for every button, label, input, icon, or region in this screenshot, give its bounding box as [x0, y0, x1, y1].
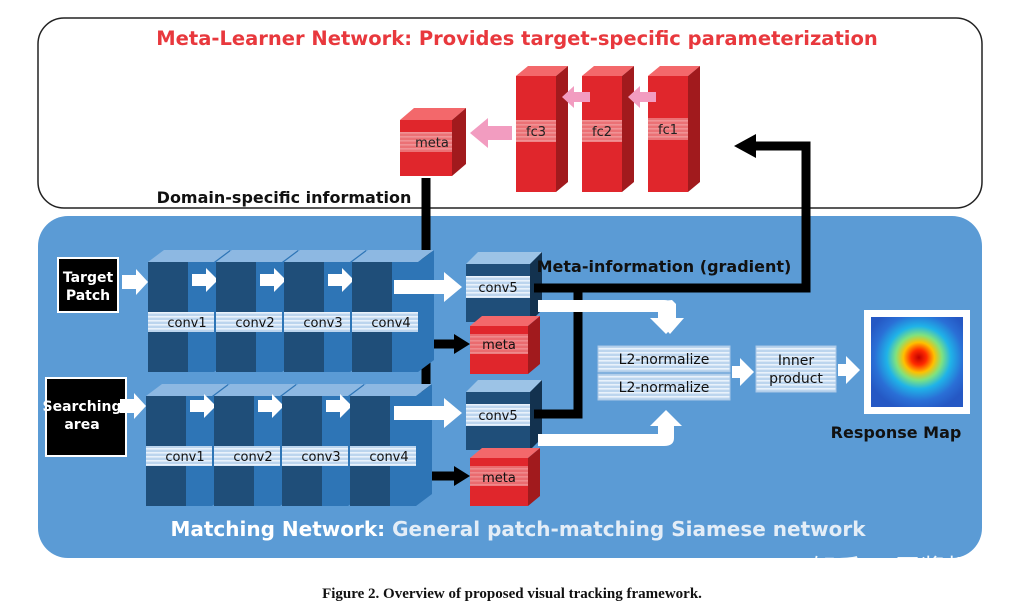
response-map-label: Response Map	[831, 423, 962, 442]
l2-normalize-label-top: L2-normalize	[619, 352, 710, 368]
l2-normalize-label-bottom: L2-normalize	[619, 380, 710, 396]
arrow-conv5-l2-bottom	[538, 410, 682, 446]
target-input-arrow	[122, 269, 148, 295]
l2-normalize-box-bottom	[597, 373, 731, 401]
searching-area-label-2: area	[64, 417, 99, 433]
conv3-label-bottom: conv3	[301, 450, 340, 465]
conv3-label-top: conv3	[303, 316, 342, 331]
l2-normalize-box-top	[597, 345, 731, 373]
conv4-label-top: conv4	[371, 316, 410, 331]
conv5-top-label: conv5	[478, 281, 517, 296]
target-patch-box	[57, 257, 119, 313]
arrow-conv1-conv2-bottom	[190, 394, 216, 418]
meta-information-label: Meta-information (gradient)	[537, 257, 792, 276]
conv2-label-bottom: conv2	[233, 450, 272, 465]
meta-information-path	[534, 141, 811, 293]
meta-learner-title: Meta-Learner Network: Provides target-sp…	[156, 27, 877, 50]
arrow-conv2-conv3-bottom	[258, 394, 284, 418]
arrow-conv2-conv3-top	[260, 268, 286, 292]
conv4-label-bottom: conv4	[369, 450, 408, 465]
arrow-conv3-conv4-bottom	[326, 394, 352, 418]
arrow-inner-response	[838, 356, 860, 384]
conv-blocks: conv1 conv2 conv3 conv4 conv1 conv2 conv3 conv4	[120, 250, 434, 506]
fc1-label: fc1	[658, 123, 678, 138]
pink-arrow-fc3-meta	[470, 118, 512, 148]
searching-area-box	[45, 377, 127, 457]
fc2-label: fc2	[592, 125, 612, 140]
arrow-conv4-conv5-top	[394, 272, 462, 302]
conv5-bottom-label: conv5	[478, 409, 517, 424]
target-patch-label-2: Patch	[66, 288, 110, 304]
meta-block-top	[400, 108, 466, 176]
fc3-label: fc3	[526, 125, 546, 140]
watermark-text: 知乎 @豆浆机	[812, 554, 971, 582]
pink-arrow-fc1-fc2	[628, 86, 656, 108]
conv1-label-top: conv1	[167, 316, 206, 331]
searching-area-label-1: Searching	[43, 399, 122, 415]
arrow-conv3-conv4-top	[328, 268, 354, 292]
meta-top-label: meta	[415, 136, 449, 151]
conv2-label-top: conv2	[235, 316, 274, 331]
figure-caption: Figure 2. Overview of proposed visual tr…	[0, 586, 1024, 603]
conv4-block-top	[352, 250, 434, 372]
conv5-block-top	[466, 252, 542, 322]
caption-text: Overview of proposed visual tracking fra…	[379, 586, 702, 602]
target-patch-label-1: Target	[63, 270, 114, 286]
meta-block-middle	[470, 316, 540, 374]
arrow-conv4-conv5-bottom	[394, 398, 462, 428]
meta-learner-panel	[37, 17, 983, 209]
conv5-block-bottom	[466, 380, 542, 450]
meta-bottom-label: meta	[482, 471, 516, 486]
inner-product-label-2: product	[769, 371, 823, 387]
inner-product-box	[755, 345, 837, 393]
arrow-l2-inner	[732, 358, 754, 386]
arrow-conv1-conv2-top	[192, 268, 218, 292]
matching-network-title: Matching Network: General patch-matching…	[170, 517, 866, 541]
search-input-arrow	[120, 393, 146, 419]
inner-product-label-1: Inner	[778, 353, 814, 369]
domain-specific-label: Domain-specific information	[157, 188, 412, 207]
conv1-label-bottom: conv1	[165, 450, 204, 465]
meta-middle-label: meta	[482, 338, 516, 353]
caption-prefix: Figure 2.	[322, 586, 380, 602]
pink-arrow-fc2-fc3	[562, 86, 590, 108]
response-map-image	[871, 317, 963, 407]
meta-block-bottom	[470, 448, 540, 506]
conv4-block-bottom	[350, 384, 432, 506]
